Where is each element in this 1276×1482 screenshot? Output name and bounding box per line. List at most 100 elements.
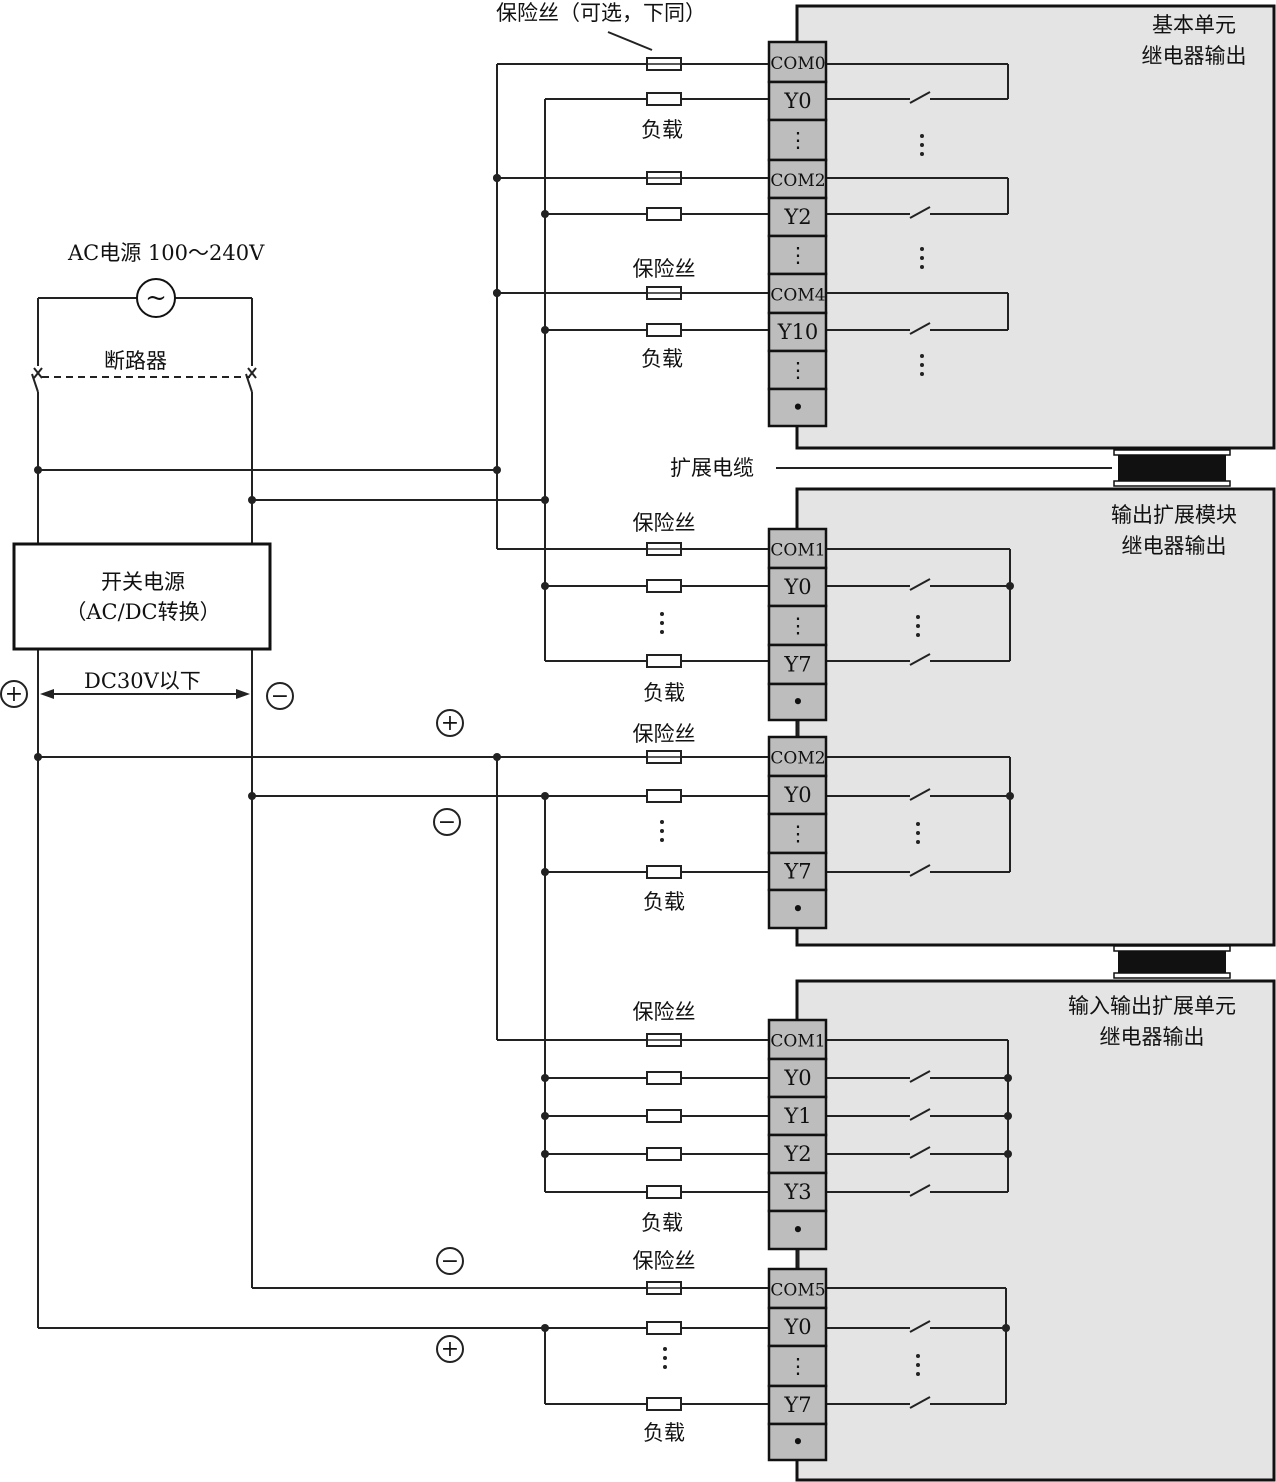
terminal-label: Y3 — [783, 1180, 811, 1204]
terminal-label: Y2 — [783, 205, 811, 229]
ellipsis-dot — [660, 612, 664, 616]
module-title: 输出扩展模块 — [1111, 503, 1237, 527]
ellipsis-dot — [663, 1365, 667, 1369]
load-label: 负载 — [643, 1421, 685, 1445]
ellipsis-dot — [660, 829, 664, 833]
terminal-label: ⋮ — [788, 358, 809, 382]
ellipsis-dot — [916, 1372, 920, 1376]
ellipsis-dot — [920, 354, 924, 358]
ellipsis-dot — [920, 152, 924, 156]
ellipsis-dot — [916, 831, 920, 835]
junction-dot — [541, 792, 549, 800]
ellipsis-dot — [660, 621, 664, 625]
load-label: 负载 — [641, 118, 683, 142]
fuse-label: 保险丝 — [633, 722, 696, 746]
connector-lip — [1113, 945, 1231, 952]
ellipsis-dot — [916, 822, 920, 826]
module-panel — [795, 979, 1276, 1482]
plus-sign: + — [441, 1337, 459, 1362]
junction-dot — [541, 326, 549, 334]
module-title: 基本单元 — [1152, 13, 1236, 37]
ellipsis-dot — [920, 363, 924, 367]
terminal-cell — [767, 1267, 828, 1310]
junction-dot — [541, 496, 549, 504]
junction-dot — [493, 466, 501, 474]
terminal-cell — [767, 1306, 828, 1348]
module-subtitle: 继电器输出 — [1100, 1025, 1205, 1049]
breaker-x — [33, 367, 43, 379]
terminal-com: COM0 — [770, 54, 825, 74]
terminal-cell — [767, 196, 828, 238]
minus-sign: − — [441, 1249, 459, 1274]
terminal-cell — [767, 234, 828, 276]
terminal-label: Y0 — [783, 783, 811, 807]
junction-dot — [493, 289, 501, 297]
junction-dot — [1002, 1324, 1010, 1332]
relay-contact-icon — [909, 1070, 931, 1083]
terminal-label: • — [792, 396, 804, 420]
junction-dot — [1006, 582, 1014, 590]
load-label: 负载 — [643, 890, 685, 914]
junction-dot — [1004, 1150, 1012, 1158]
ellipsis-dot — [920, 372, 924, 376]
terminal-label: ⋮ — [788, 243, 809, 267]
junction-dot — [248, 496, 256, 504]
plus-icon — [0, 680, 28, 708]
terminal-label: Y0 — [783, 89, 811, 113]
terminal-label: Y7 — [783, 860, 811, 884]
terminal-label: • — [792, 690, 804, 714]
ellipsis-dot — [920, 247, 924, 251]
ac-wave-symbol: ~ — [145, 283, 167, 313]
ellipsis-dot — [920, 143, 924, 147]
ellipsis-dot — [920, 265, 924, 269]
terminal-cell — [767, 851, 828, 892]
terminal-label: Y1 — [783, 1104, 811, 1128]
relay-contact-icon — [909, 1184, 931, 1197]
terminal-cell — [767, 387, 828, 428]
load-icon — [646, 207, 682, 221]
load-icon — [646, 1071, 682, 1085]
junction-dot — [248, 792, 256, 800]
ellipsis-dot — [920, 134, 924, 138]
breaker-contact-icon — [31, 373, 39, 393]
relay-contact-icon — [909, 322, 931, 335]
module-panel — [795, 487, 1276, 947]
module-title: 输入输出扩展单元 — [1068, 994, 1236, 1018]
load-icon — [646, 1397, 682, 1411]
load-icon — [646, 654, 682, 668]
terminal-cell — [767, 888, 828, 930]
ext-cable-label: 扩展电缆 — [670, 456, 754, 480]
connector-lip — [1113, 449, 1231, 456]
terminal-cell — [767, 40, 828, 84]
ac-source-label: AC电源 100～240V — [67, 241, 265, 265]
dc-arrow-right — [236, 689, 250, 699]
ac-source-icon — [136, 278, 176, 318]
relay-contact-icon — [909, 653, 931, 666]
terminal-cell — [767, 1344, 828, 1388]
terminal-com: COM5 — [770, 1281, 825, 1301]
ellipsis-dot — [920, 256, 924, 260]
relay-contact-icon — [909, 91, 931, 104]
terminal-com: COM2 — [770, 749, 825, 769]
terminal-label: Y0 — [783, 1066, 811, 1090]
terminal-cell — [767, 1095, 828, 1137]
relay-contact-icon — [909, 206, 931, 219]
ellipsis-dot — [916, 615, 920, 619]
minus-icon — [433, 808, 461, 836]
terminal-cell — [767, 735, 828, 778]
terminal-label: Y0 — [783, 575, 811, 599]
plus-sign: + — [441, 711, 459, 736]
minus-sign: − — [271, 684, 289, 709]
ellipsis-dot — [916, 1354, 920, 1358]
terminal-label: Y2 — [783, 1142, 811, 1166]
fuse-label: 保险丝 — [633, 257, 696, 281]
relay-contact-icon — [909, 864, 931, 877]
dc-limit-label: DC30V以下 — [84, 669, 201, 693]
plus-icon — [436, 1335, 464, 1363]
load-icon — [646, 1321, 682, 1335]
minus-icon — [436, 1247, 464, 1275]
ellipsis-dot — [916, 633, 920, 637]
load-icon — [646, 789, 682, 803]
terminal-label: ⋮ — [788, 614, 809, 638]
ellipsis-dot — [916, 1363, 920, 1367]
